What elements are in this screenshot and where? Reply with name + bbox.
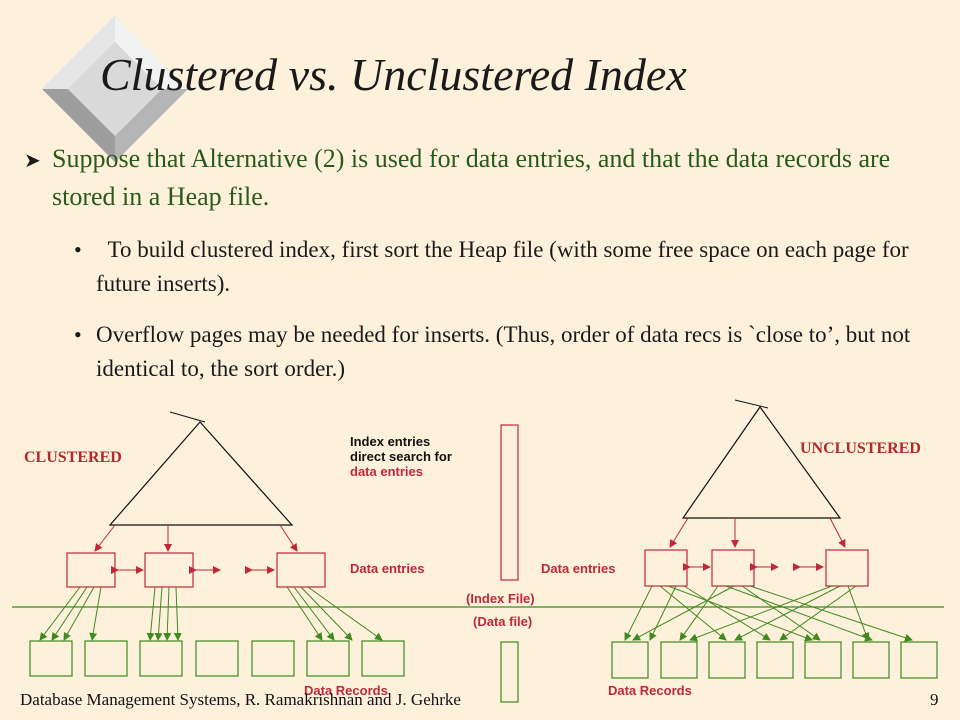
data-file-label: (Data file) (473, 614, 533, 629)
data-entry-page (825, 549, 869, 587)
data-entry-page (644, 549, 688, 587)
index-entries-line2: direct search for (350, 449, 452, 464)
data-entry-page (144, 552, 194, 588)
sub-bullet-1: • To build clustered index, first sort t… (74, 233, 946, 301)
main-bullet: ➤ Suppose that Alternative (2) is used f… (24, 140, 932, 216)
data-record-page (361, 640, 405, 677)
index-entries-line1: Index entries (350, 434, 431, 449)
data-records-label-right: Data Records (608, 683, 692, 698)
data-record-page (804, 641, 842, 679)
slide-title: Clustered vs. Unclustered Index (100, 49, 687, 100)
data-record-page (611, 641, 649, 679)
data-record-page (251, 640, 295, 677)
index-file-bar (500, 424, 519, 581)
clustered-index-triangle (108, 421, 294, 526)
index-entries-note: Index entries direct search for data ent… (350, 434, 452, 479)
data-record-page (306, 640, 350, 677)
clustered-label: CLUSTERED (24, 449, 122, 466)
clustered-tree (29, 411, 405, 677)
data-record-page (660, 641, 698, 679)
data-record-page (195, 640, 239, 677)
data-entry-page (711, 549, 755, 587)
data-record-page (900, 641, 938, 679)
data-entry-page (276, 552, 326, 588)
arrow-bullet-icon: ➤ (24, 150, 41, 172)
sub-bullet-1-text: To build clustered index, first sort the… (96, 237, 915, 296)
sub-bullet-2-text: Overflow pages may be needed for inserts… (96, 322, 911, 381)
data-record-page (139, 640, 183, 677)
unclustered-index-triangle (681, 405, 842, 519)
page-number: 9 (930, 690, 939, 709)
data-record-page (84, 640, 128, 677)
index-file-label: (Index File) (466, 591, 535, 606)
footer-credit: Database Management Systems, R. Ramakris… (20, 690, 461, 709)
dot-bullet-icon: • (74, 237, 82, 262)
dot-bullet-icon: • (74, 322, 82, 347)
sub-bullet-2: • Overflow pages may be needed for inser… (74, 318, 946, 386)
unclustered-label: UNCLUSTERED (800, 440, 921, 457)
data-file-bar (500, 641, 519, 703)
data-record-page (756, 641, 794, 679)
data-records-label-left: Data Records (304, 683, 388, 698)
data-record-page (708, 641, 746, 679)
data-record-page (29, 640, 73, 677)
index-entries-line3: data entries (350, 464, 423, 479)
unclustered-tree (611, 399, 938, 679)
diamond-logo-icon (42, 16, 188, 162)
data-entries-label-left: Data entries (350, 561, 425, 576)
data-entry-page (66, 552, 116, 588)
main-bullet-text: Suppose that Alternative (2) is used for… (52, 144, 891, 211)
data-entries-label-right: Data entries (541, 561, 616, 576)
data-record-page (852, 641, 890, 679)
